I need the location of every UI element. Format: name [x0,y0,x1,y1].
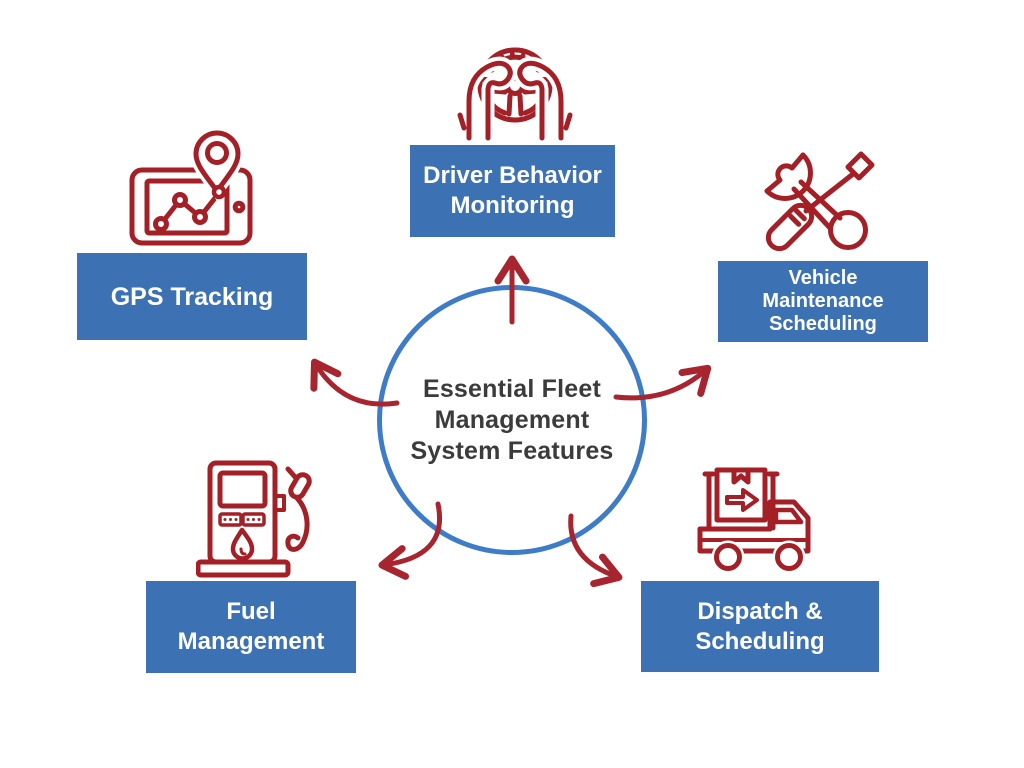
feature-label-line: GPS Tracking [110,282,274,311]
feature-label-driver-behavior-monitoring: Driver Behavior Monitoring [410,145,615,237]
feature-label-fuel-management: Fuel Management [146,581,356,673]
delivery-truck-icon [697,467,811,574]
feature-label-line: Maintenance [762,290,884,312]
central-hub-circle: Essential Fleet Management System Featur… [377,285,647,555]
feature-label-line: Scheduling [695,627,825,655]
feature-label-line: Fuel [226,598,276,625]
feature-label-line: Vehicle [788,267,858,289]
wrench-screwdriver-icon [764,151,875,252]
feature-label-dispatch-scheduling: Dispatch & Scheduling [641,581,879,672]
diagram-title-line: System Features [410,436,614,465]
feature-label-line: Management [177,628,325,655]
fuel-pump-icon [196,460,312,578]
diagram-title-line: Management [434,405,590,434]
gps-tablet-map-pin-icon [129,126,253,246]
steering-wheel-hands-icon [457,47,573,142]
feature-label-line: Monitoring [450,192,575,219]
feature-label-vehicle-maintenance-scheduling: Vehicle Maintenance Scheduling [718,261,928,342]
feature-label-line: Driver Behavior [423,162,602,189]
feature-label-line: Scheduling [769,313,877,335]
diagram-title-line: Essential Fleet [422,374,602,403]
feature-label-gps-tracking: GPS Tracking [77,253,307,340]
feature-label-line: Dispatch & [697,597,823,625]
diagram-title: Essential Fleet Management System Featur… [410,374,613,467]
